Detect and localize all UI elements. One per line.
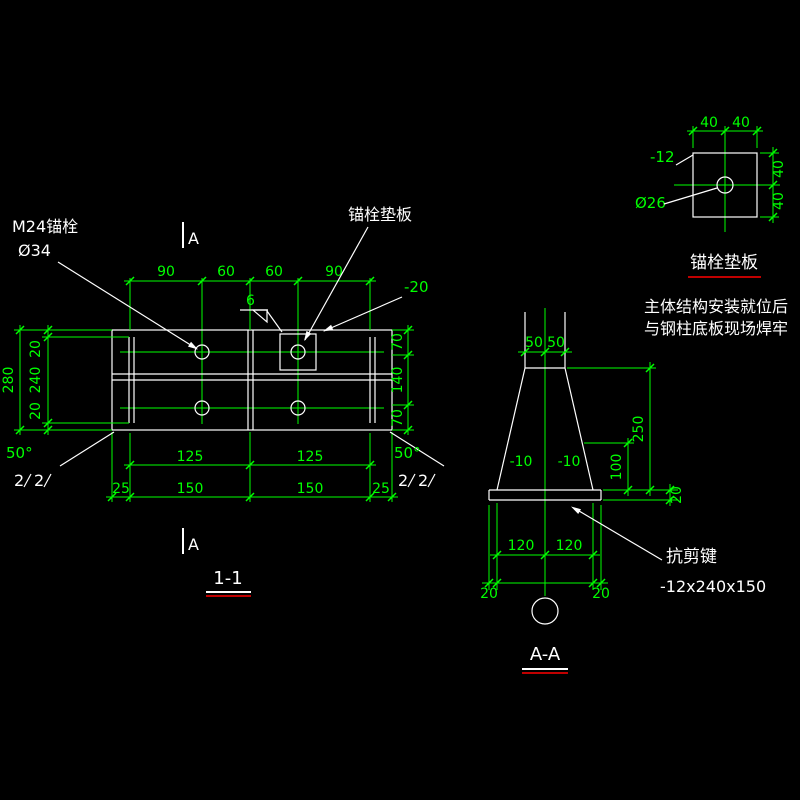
view-title: 1-1 [213,568,242,589]
anchor-bolt-circle [531,597,559,625]
plan-dim-bottom: 125 125 25 150 150 25 [106,432,398,502]
section-dim-top: 50 50 [518,335,572,357]
dim-label: 100 [609,454,625,481]
dim-label: 20 [28,340,44,358]
section-shear-key-callout: 抗剪键 -12x240x150 [571,506,766,596]
dim-label: 125 [177,449,204,465]
leader-arrow [304,330,312,341]
dim-label: 20 [669,486,685,504]
dim-label: 120 [556,538,583,554]
plan-dim-top: 90 60 60 90 [124,264,376,330]
dim-label: 125 [297,449,324,465]
dim-label: 70 [390,333,406,351]
detail-centerlines [674,126,780,232]
dim-label: 40 [732,115,750,131]
plate-thickness-label: -10 [510,454,533,470]
detail-note-line2: 与钢柱底板现场焊牢 [644,319,788,338]
section-marker-top: A [188,229,199,248]
bevel-angle-label: 50° [394,444,421,462]
anchor-bolt-dia-label: Ø34 [18,241,51,260]
dim-label: 140 [390,367,406,394]
dim-label: 25 [112,481,130,497]
leader-arrow [571,506,581,514]
dim-label: 240 [28,367,44,394]
backing-plate-outline [279,333,317,371]
detail-dim-right: 40 40 [760,147,787,223]
dim-label: 25 [372,481,390,497]
plan-base-plate [111,329,393,431]
weld-gap-label: 2 [14,471,24,490]
dim-label: 120 [508,538,535,554]
leader-arrow [188,341,198,350]
plate-thickness-label: -10 [558,454,581,470]
detail-plate [692,152,758,218]
plan-centerlines [120,278,384,424]
bevel-angle-label: 50° [6,444,33,462]
section-geometry [488,312,602,625]
dim-label: 50 [525,335,543,351]
dim-label: 60 [265,264,283,280]
plan-anchor-bolts [194,344,306,416]
weld-gap-label: 2 [34,471,44,490]
detail-title-block: 锚栓垫板 主体结构安装就位后 与钢柱底板现场焊牢 [644,253,788,338]
dim-label: 90 [157,264,175,280]
anchor-bolt-hole [194,400,210,416]
dim-label: 150 [297,481,324,497]
dim-label: 40 [700,115,718,131]
anchor-bolt-hole [290,344,306,360]
plan-bevel-left: 50° 2 2 [6,431,115,490]
detail-title: 锚栓垫板 [690,253,758,273]
dim-label: 40 [771,160,787,178]
dim-label: 60 [217,264,235,280]
weld-gap-label: 2 [398,471,408,490]
weld-gap-label: 2 [418,471,428,490]
plate-thickness-label: -20 [404,278,429,296]
dim-label: 50 [547,335,565,351]
shear-key-size-label: -12x240x150 [660,577,766,596]
section-marker-bottom: A [188,535,199,554]
dim-label: 90 [325,264,343,280]
view-title: A-A [530,644,561,665]
plan-bevel-right: 50° 2 2 [389,431,445,490]
leader-arrow [323,324,334,332]
dim-label: 280 [1,367,17,394]
backing-plate-label: 锚栓垫板 [348,205,412,224]
section-dim-bottom: 120 120 20 20 [480,503,610,602]
plan-section-markers: A A [182,222,199,554]
anchor-bolt-hole [194,344,210,360]
section-dim-right: 100 250 20 [567,362,685,506]
bolt-hole [716,176,734,194]
dim-label: 20 [592,586,610,602]
anchor-bolt-hole [290,400,306,416]
dim-label: 150 [177,481,204,497]
dim-label: 20 [480,586,498,602]
hole-dia-label: Ø26 [635,194,666,212]
section-title: A-A [522,644,568,674]
anchor-bolt-label: M24锚栓 [12,217,78,236]
detail-note-line1: 主体结构安装就位后 [644,297,788,316]
plate-thickness-label: -12 [650,148,675,166]
plan-dim-left: 20 240 20 280 [1,325,129,435]
plan-dim-right: 70 140 70 [390,325,414,435]
plan-title: 1-1 [206,568,251,597]
dim-label: 70 [390,409,406,427]
dim-label: 250 [631,416,647,443]
shear-key-label: 抗剪键 [666,547,717,567]
dim-label: 40 [771,192,787,210]
dim-label: 20 [28,402,44,420]
detail-dim-top: 40 40 [687,115,763,148]
plan-callouts: M24锚栓 Ø34 锚栓垫板 -20 6 [12,205,429,350]
detail-callouts: -12 Ø26 [635,148,718,212]
fillet-weld-icon [251,309,268,324]
section-plate-labels: -10 -10 [510,454,581,470]
weld-size-label: 6 [246,293,255,309]
